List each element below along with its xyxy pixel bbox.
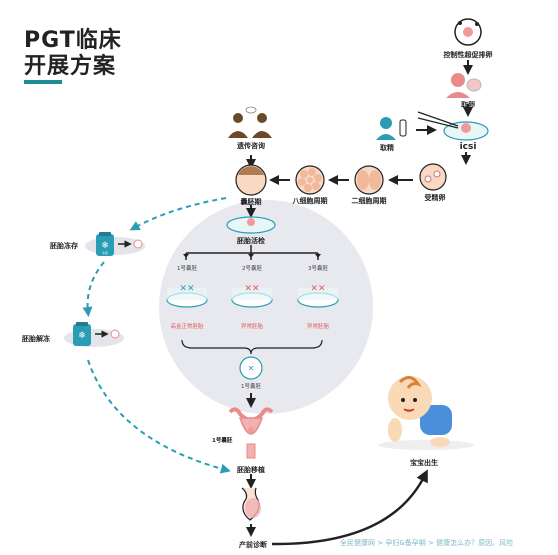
two-cell-label: 二细胞周期 xyxy=(351,197,387,205)
biopsy-dish-icon xyxy=(226,216,276,234)
counseling-icon xyxy=(228,106,272,138)
svg-text:✕✕: ✕✕ xyxy=(310,284,325,294)
eight-cell-label: 八细胞周期 xyxy=(292,197,328,205)
egg-retrieval-label: 取卵 xyxy=(461,101,475,109)
sperm-retrieval-label: 取精 xyxy=(380,144,394,152)
to-baby-arrow xyxy=(271,469,428,546)
svg-text:✕: ✕ xyxy=(248,364,255,373)
svg-text:✕✕: ✕✕ xyxy=(244,284,259,294)
pregnant-icon xyxy=(241,487,261,521)
embryo-dish-2: ✕✕ xyxy=(231,284,273,308)
baby-born-label: 宝宝出生 xyxy=(410,459,438,467)
svg-text:❄: ❄ xyxy=(101,241,109,251)
embryo-2-label: 2号囊胚 xyxy=(242,266,262,272)
selected-embryo-label: 1号囊胚 xyxy=(241,384,261,390)
title-line-2: 开展方案 xyxy=(24,54,117,79)
icsi-label: icsi xyxy=(459,142,477,152)
woman-icon xyxy=(446,73,482,98)
embryo-1-label: 1号囊胚 xyxy=(177,266,197,272)
embryo-3-result: 异常胚胎 xyxy=(306,324,330,330)
embryo-thaw-label: 胚胎解冻 xyxy=(22,335,50,343)
embryo-1-result: 高金正常胚胎 xyxy=(170,324,204,330)
embryo-dish-3: ✕✕ xyxy=(297,284,339,308)
dashed-to-transfer xyxy=(87,359,231,474)
svg-text:冷冻: 冷冻 xyxy=(102,250,108,255)
zygote-icon xyxy=(419,163,447,191)
svg-text:❄: ❄ xyxy=(78,331,86,341)
baby-illustration xyxy=(378,376,474,450)
title-line-1: PGT临床 xyxy=(24,28,122,53)
embryo-freeze-label: 胚胎冻存 xyxy=(50,242,78,250)
blastocyst-icon xyxy=(235,164,267,196)
selected-embryo-icon: ✕ xyxy=(239,356,263,380)
man-icon xyxy=(376,117,407,140)
embryo-biopsy-label: 胚胎活检 xyxy=(237,237,265,245)
ovarian-stimulation-label: 控制性超促排卵 xyxy=(443,51,493,59)
thaw-icon: ❄ xyxy=(64,322,124,347)
embryo-2-result: 异常胚胎 xyxy=(240,324,264,330)
blastocyst-label: 囊胚期 xyxy=(240,198,262,206)
dashed-to-thaw xyxy=(82,261,105,317)
icsi-dish-icon xyxy=(417,111,489,141)
embryo-3-label: 3号囊胚 xyxy=(308,266,328,272)
fertilized-egg-label: 受精卵 xyxy=(424,194,446,202)
eight-cell-icon xyxy=(295,165,325,195)
two-cell-icon xyxy=(354,165,384,195)
dashed-to-freeze xyxy=(129,197,227,231)
prenatal-diagnosis-label: 产前诊断 xyxy=(239,541,267,549)
embryo-transfer-label: 胚胎移植 xyxy=(237,466,265,474)
title-accent-bar xyxy=(24,80,62,84)
ovary-icon xyxy=(454,18,482,46)
watermark: 全民健康网 > 孕妇&备孕期 > 健康怎么办？原因、风险 xyxy=(340,539,514,547)
embryo-dish-1: ✕✕ xyxy=(166,284,208,308)
uterus-embryo-label: 1号囊胚 xyxy=(212,438,233,444)
svg-text:✕✕: ✕✕ xyxy=(179,284,194,294)
genetic-counseling-label: 遗传咨询 xyxy=(237,142,265,150)
uterus-icon xyxy=(228,407,274,459)
freeze-icon: ❄ 冷冻 xyxy=(85,232,145,256)
